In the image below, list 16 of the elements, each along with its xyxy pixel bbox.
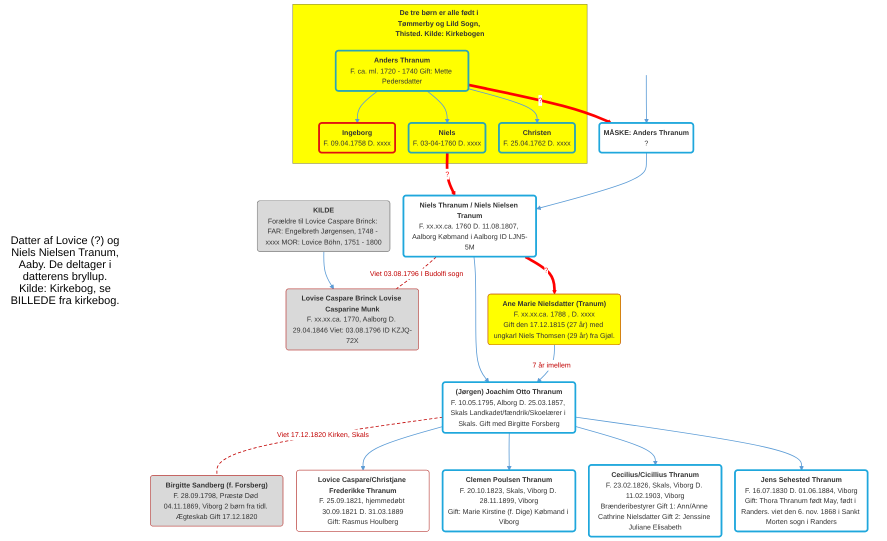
note-text: Datter af Lovice (?) og Niels Nielsen Tranum, Aaby. De deltager i datterens bryllup. Kilde: Kirkebog, se BILLEDE fra kirkebog. <box>10 234 120 306</box>
arrow <box>506 432 512 471</box>
arrow <box>354 90 378 124</box>
arrow <box>574 426 658 466</box>
arrow <box>468 84 612 124</box>
connector <box>216 416 443 476</box>
arrow <box>574 416 804 471</box>
arrow <box>644 74 648 124</box>
arrow <box>468 88 540 124</box>
arrow <box>473 256 489 383</box>
arrow <box>445 152 455 196</box>
arrow <box>426 90 450 124</box>
arrow <box>524 256 556 295</box>
arrow <box>322 251 334 290</box>
arrow <box>360 426 443 471</box>
arrow <box>536 152 646 210</box>
